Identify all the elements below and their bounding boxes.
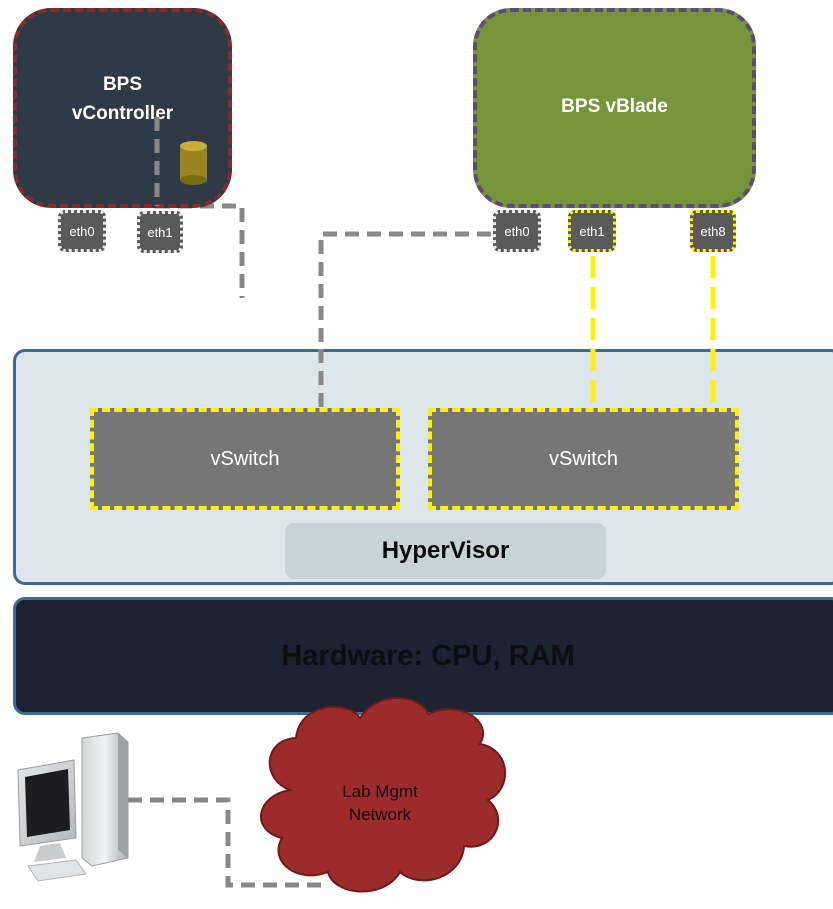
vblade-eth1-port: eth1 — [568, 210, 616, 252]
vcontroller-eth1-port: eth1 — [137, 211, 183, 253]
vblade-node: BPS vBlade — [473, 8, 756, 208]
vblade-eth8-port: eth8 — [690, 210, 736, 252]
vcontroller-title: BPS vController — [71, 74, 174, 124]
computer-network-link — [128, 797, 322, 888]
vblade-title: BPS vBlade — [561, 96, 668, 117]
vblade-eth0-port: eth0 — [493, 210, 541, 252]
hardware-label: Hardware: CPU, RAM — [281, 639, 575, 672]
hardware-layer: Hardware: CPU, RAM — [13, 597, 833, 715]
hypervisor-label: HyperVisor — [285, 523, 606, 579]
vswitch-1: vSwitch — [90, 408, 400, 510]
network-label: Lab Mgmt Network — [342, 782, 418, 824]
vswitch-2: vSwitch — [428, 408, 739, 510]
vcontroller-eth0-port: eth0 — [58, 210, 106, 252]
